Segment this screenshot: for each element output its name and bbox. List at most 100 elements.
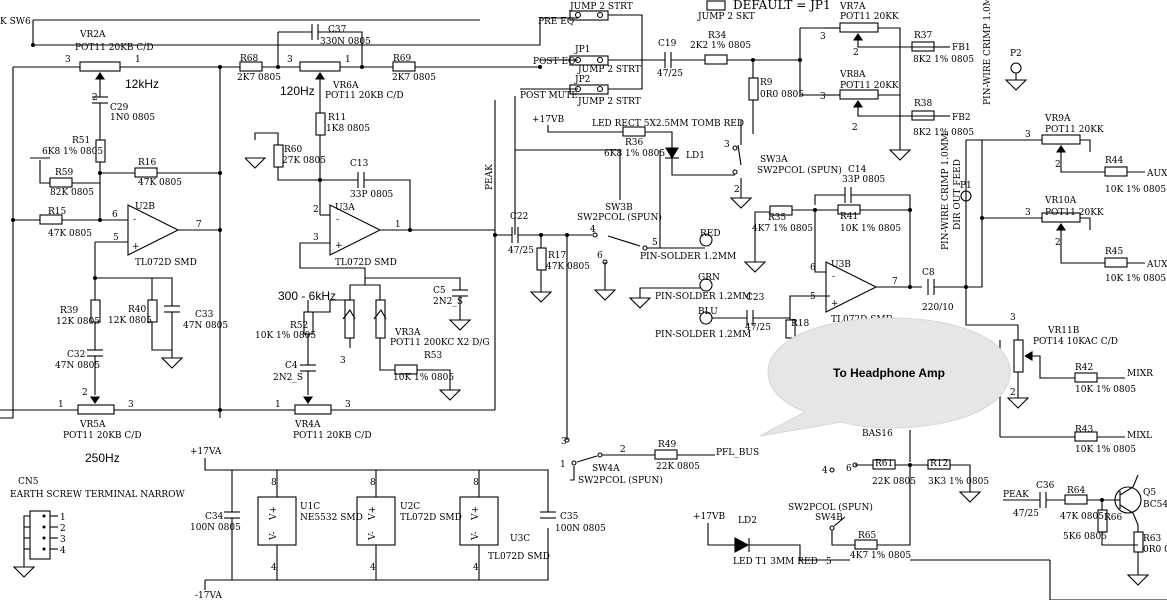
svg-text:POST EQ: POST EQ	[533, 57, 575, 67]
capacitor-c13: C13 33P 0805	[320, 159, 411, 230]
svg-text:R43: R43	[1075, 425, 1094, 435]
jumper-common-wire	[608, 14, 643, 90]
pot-vr7a: VR7A POT11 20KK 32	[820, 2, 935, 150]
svg-text:POT11 20KB C/D: POT11 20KB C/D	[293, 431, 372, 441]
capacitor-c33: C33 47N 0805	[160, 305, 228, 369]
svg-text:U2B: U2B	[135, 202, 155, 212]
svg-text:AUX: AUX	[1146, 260, 1167, 270]
svg-text:6K8 1% 0805: 6K8 1% 0805	[42, 147, 103, 157]
svg-text:VR7A: VR7A	[839, 2, 866, 12]
svg-text:R69: R69	[393, 54, 412, 64]
svg-text:U1C: U1C	[300, 502, 320, 512]
svg-text:JUMP 2 STRT: JUMP 2 STRT	[569, 2, 633, 12]
svg-text:22K 0805: 22K 0805	[656, 462, 700, 472]
svg-text:VR11B: VR11B	[1047, 326, 1080, 336]
pot-vr3a: VR3A POT11 200KC X2 D/G 3	[340, 284, 490, 371]
v17vb-ld2-label: +17VB	[693, 512, 725, 522]
svg-text:3: 3	[1025, 208, 1031, 218]
capacitor-c36: PEAK C36 47/25	[1003, 481, 1065, 519]
v17va-label: +17VA	[190, 447, 222, 457]
capacitor-c32: C32 47N 0805	[55, 349, 103, 395]
svg-text:47/25: 47/25	[1013, 509, 1039, 519]
pot-vr10a: 32 VR10A POT11 20KK	[982, 196, 1105, 264]
svg-text:C4: C4	[285, 361, 298, 371]
opamp-u1c: V+ V- 84 U1C NE5532 SMD	[257, 470, 363, 580]
svg-text:SW3B: SW3B	[605, 203, 633, 213]
svg-text:SW2PCOL (SPUN): SW2PCOL (SPUN)	[757, 165, 842, 176]
svg-text:VR6A: VR6A	[332, 81, 359, 91]
led-rect-label: LED RECT 5X2.5MM TOMB RED	[592, 119, 744, 129]
svg-text:C23: C23	[746, 293, 765, 303]
pin-red: RED PIN-SOLDER 1.2MM	[640, 229, 736, 262]
svg-text:R38: R38	[914, 99, 933, 109]
svg-text:10K 1% 0805: 10K 1% 0805	[255, 331, 316, 341]
svg-text:C5: C5	[433, 286, 446, 296]
svg-text:V-: V-	[269, 531, 279, 541]
svg-text:10K 1% 0805: 10K 1% 0805	[1075, 445, 1136, 455]
svg-text:VR9A: VR9A	[1044, 114, 1071, 124]
svg-text:4: 4	[370, 563, 376, 573]
svg-text:2N2_S: 2N2_S	[433, 297, 463, 307]
svg-text:POT14 10KAC C/D: POT14 10KAC C/D	[1033, 337, 1118, 347]
svg-text:R60: R60	[284, 145, 303, 155]
resistor-r61: R61 22K 0805	[855, 459, 928, 487]
capacitor-c5: C5 2N2_S	[433, 286, 472, 331]
capacitor-c4: C4 2N2_S	[273, 361, 316, 395]
svg-text:C8: C8	[922, 268, 935, 278]
resistor-r34: R34 2K2 1% 0805	[690, 31, 800, 65]
svg-text:JP2: JP2	[574, 75, 590, 85]
svg-text:VR4A: VR4A	[294, 420, 321, 430]
svg-text:VR3A: VR3A	[394, 328, 421, 338]
svg-text:FB1: FB1	[952, 43, 971, 53]
svg-text:PIN-SOLDER 1.2MM: PIN-SOLDER 1.2MM	[655, 330, 751, 340]
svg-text:2K7 0805: 2K7 0805	[237, 73, 281, 83]
svg-text:47K 0805: 47K 0805	[1060, 512, 1104, 522]
svg-text:SW2PCOL (SPUN): SW2PCOL (SPUN)	[788, 502, 873, 513]
svg-text:R64: R64	[1067, 486, 1086, 496]
svg-text:R34: R34	[708, 31, 727, 41]
svg-text:+: +	[335, 241, 343, 251]
switch-sw4a: 321 SW4A SW2PCOL (SPUN)	[560, 437, 663, 486]
switch-sw3a: 32 SW3A SW2PCOL (SPUN)	[724, 132, 842, 209]
led-ld1: LD1	[665, 147, 735, 176]
svg-text:3: 3	[128, 400, 134, 410]
svg-text:JUMP 2 STRT: JUMP 2 STRT	[577, 97, 641, 107]
svg-text:4: 4	[822, 466, 828, 476]
pot-vr2a: VR2A POT11 20KB C/D 12	[60, 30, 220, 103]
svg-text:1: 1	[395, 220, 401, 230]
svg-text:R51: R51	[72, 136, 90, 146]
svg-text:U3A: U3A	[335, 203, 355, 213]
svg-text:2: 2	[1055, 238, 1061, 248]
resistor-r17: R17 47K 0805	[529, 235, 590, 303]
svg-text:V-: V-	[471, 531, 481, 541]
svg-text:0R0 0805: 0R0 0805	[760, 90, 804, 100]
svg-text:7: 7	[892, 277, 898, 287]
svg-text:2: 2	[620, 445, 626, 455]
jp-skt-symbol	[706, 0, 726, 11]
svg-text:R36: R36	[625, 138, 644, 148]
svg-text:1: 1	[135, 55, 141, 65]
svg-text:POT11 20KB C/D: POT11 20KB C/D	[63, 431, 142, 441]
ground-symbol	[888, 149, 912, 161]
resistor-r35: R35 4K7 1% 0805	[743, 205, 838, 273]
callout-bubble: To Headphone Amp	[759, 317, 1011, 437]
svg-text:2: 2	[734, 185, 740, 195]
svg-text:SW4A: SW4A	[592, 464, 620, 474]
svg-text:R17: R17	[548, 251, 567, 261]
svg-text:220/10: 220/10	[922, 303, 954, 313]
resistor-r59: R59 82K 0805	[30, 157, 100, 198]
svg-text:-: -	[133, 215, 136, 225]
resistor-r51: R51 6K8 1% 0805	[42, 136, 106, 218]
svg-text:VR10A: VR10A	[1044, 196, 1077, 206]
svg-text:R18: R18	[791, 319, 810, 329]
svg-text:3: 3	[65, 55, 71, 65]
svg-text:SW3A: SW3A	[760, 155, 788, 165]
bas16-label: BAS16	[862, 429, 893, 439]
resistor-r69: R69 2K7 0805	[392, 54, 540, 83]
svg-text:10K 1% 0805: 10K 1% 0805	[1105, 274, 1166, 284]
resistor-r40: R40 12K 0805	[108, 299, 172, 351]
svg-text:SW4B: SW4B	[815, 513, 843, 523]
